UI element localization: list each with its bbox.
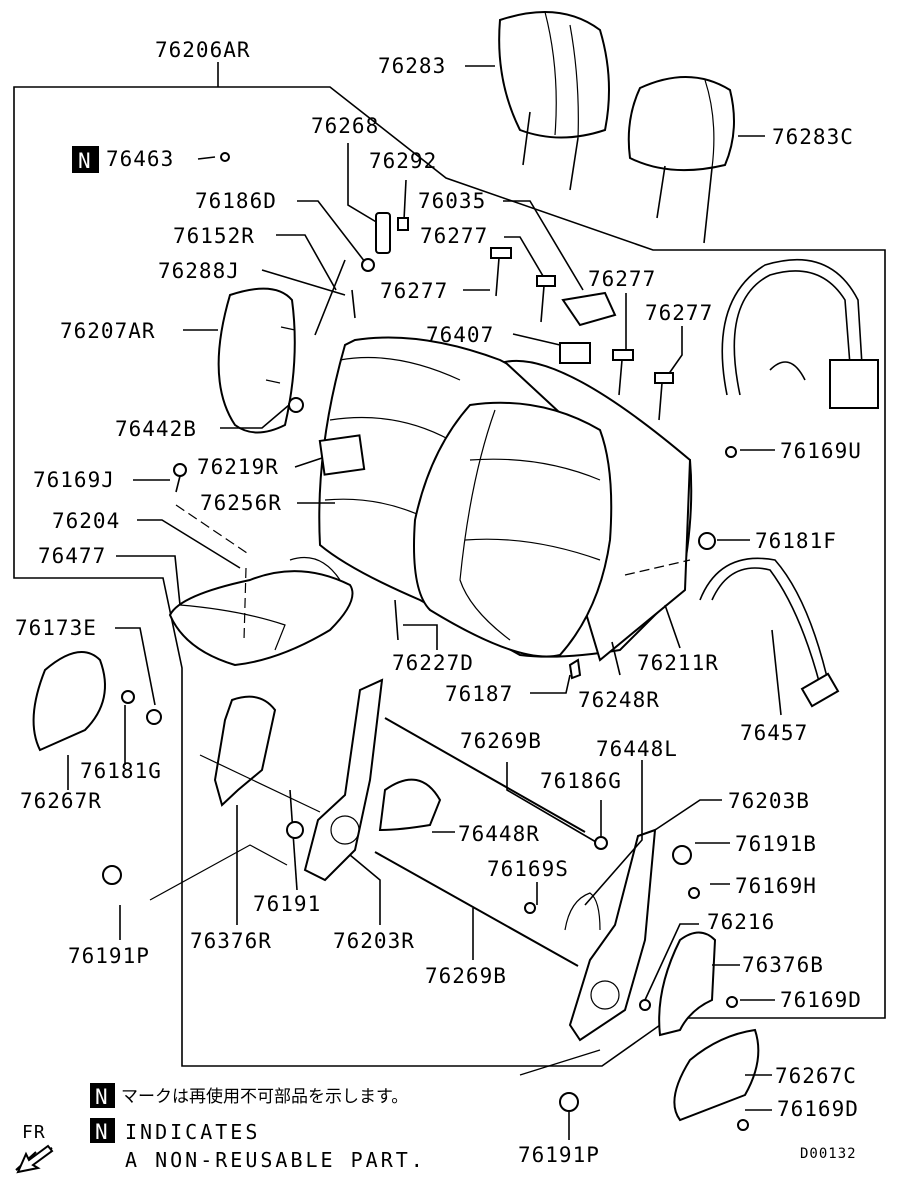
legend-badge-jp [90, 1083, 115, 1108]
label-76191B: 76191B [735, 832, 817, 856]
label-76407: 76407 [426, 323, 494, 347]
label-76186G: 76186G [540, 769, 622, 793]
label-76248R: 76248R [578, 688, 660, 712]
rod-76269B-lower [374, 851, 579, 967]
legend-line1: INDICATES [125, 1120, 260, 1144]
label-76152R: 76152R [173, 224, 255, 248]
cover-76376B [658, 931, 717, 1037]
label-76191P-b: 76191P [518, 1143, 600, 1167]
non-reusable-badge-text: N [78, 149, 92, 173]
side-trim-76207AR [217, 287, 296, 434]
label-76186D: 76186D [195, 189, 277, 213]
label-76219R: 76219R [197, 455, 279, 479]
front-arrow-icon-shape [16, 1144, 54, 1174]
non-reusable-badge [72, 146, 99, 173]
label-76169J: 76169J [33, 468, 115, 492]
hinge-76203B [568, 828, 657, 1042]
label-76267C: 76267C [775, 1064, 857, 1088]
cover-76448R [378, 778, 442, 832]
label-76191: 76191 [253, 892, 321, 916]
label-76277d: 76277 [645, 301, 713, 325]
label-76448R: 76448R [458, 822, 540, 846]
label-76216: 76216 [707, 910, 775, 934]
drawing-code: D00132 [800, 1146, 857, 1162]
label-76269B-a: 76269B [460, 729, 542, 753]
label-76477: 76477 [38, 544, 106, 568]
label-76187: 76187 [445, 682, 513, 706]
fasteners [102, 152, 749, 1131]
hinge-76203R [303, 678, 384, 882]
headrest-76283 [498, 11, 610, 191]
label-76207AR: 76207AR [60, 319, 156, 343]
headrest-76283C [627, 76, 735, 244]
label-76206AR: 76206AR [155, 38, 251, 62]
label-76169U: 76169U [780, 439, 862, 463]
cover-76267C [673, 1028, 760, 1122]
label-76288J: 76288J [158, 259, 240, 283]
label-76169H: 76169H [735, 874, 817, 898]
label-76269B-b: 76269B [425, 964, 507, 988]
label-76181F: 76181F [755, 529, 837, 553]
label-76191P-a: 76191P [68, 944, 150, 968]
label-76204: 76204 [52, 509, 120, 533]
label-76169S: 76169S [487, 857, 569, 881]
label-76292: 76292 [369, 149, 437, 173]
cover-76376R [213, 695, 277, 807]
rod-76269B-upper [384, 717, 586, 833]
leader-lines [67, 65, 782, 1140]
pad-76219R [318, 434, 366, 476]
label-76267R: 76267R [20, 789, 102, 813]
alignment-lines [149, 504, 691, 1076]
seat-cushion-76204 [168, 556, 354, 667]
label-76035: 76035 [418, 189, 486, 213]
label-76211R: 76211R [637, 651, 719, 675]
label-76277c: 76277 [380, 279, 448, 303]
label-76277b: 76277 [588, 267, 656, 291]
label-76277a: 76277 [420, 224, 488, 248]
label-76169D-a: 76169D [780, 988, 862, 1012]
label-76457: 76457 [740, 721, 808, 745]
bracket-76448L [564, 892, 601, 931]
seatback-cushion [413, 401, 613, 658]
legend-badge-en [90, 1118, 115, 1143]
cover-76267R [32, 651, 106, 752]
label-76442B: 76442B [115, 417, 197, 441]
legend-line2: A NON-REUSABLE PART. [125, 1148, 426, 1172]
label-76203R: 76203R [333, 929, 415, 953]
label-76268: 76268 [311, 114, 379, 138]
label-76376B: 76376B [742, 953, 824, 977]
front-direction-label: FR [22, 1122, 46, 1143]
label-76227D: 76227D [392, 651, 474, 675]
legend-japanese-text: マークは再使用不可部品を示します。 [121, 1086, 408, 1107]
label-76448L: 76448L [596, 737, 678, 761]
legend: N マークは再使用不可部品を示します。 N INDICATES A NON-RE… [90, 1083, 426, 1172]
label-76169D-b: 76169D [777, 1097, 859, 1121]
label-76283: 76283 [378, 54, 446, 78]
legend-badge-jp-text: N [95, 1085, 109, 1109]
label-76181G: 76181G [80, 759, 162, 783]
label-76256R: 76256R [200, 491, 282, 515]
seatbelt-76457 [699, 258, 879, 708]
label-76376R: 76376R [190, 929, 272, 953]
label-76463: 76463 [106, 147, 174, 171]
label-76283C: 76283C [772, 125, 854, 149]
label-76203B: 76203B [728, 789, 810, 813]
legend-badge-en-text: N [95, 1120, 109, 1144]
assembly-boundary [13, 86, 886, 1067]
label-76173E: 76173E [15, 616, 97, 640]
